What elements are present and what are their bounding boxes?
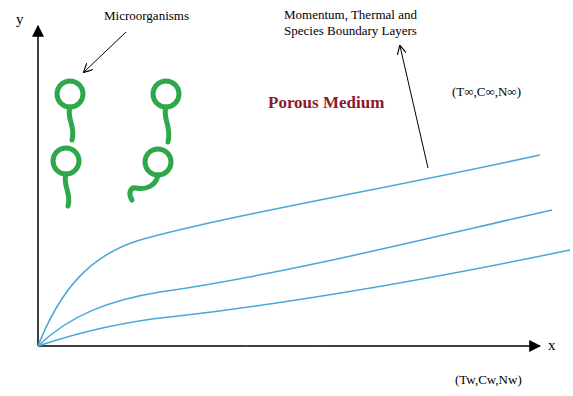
boundary-condition: (T∞,C∞,N∞) xyxy=(452,84,521,100)
microorganisms xyxy=(53,81,179,206)
species-layer-curve xyxy=(38,250,570,346)
axis-label: x xyxy=(548,336,556,355)
boundary-condition: (Tw,Cw,Nw) xyxy=(455,372,522,388)
tick xyxy=(246,345,247,347)
axis-label: y xyxy=(16,10,24,29)
leader-line xyxy=(84,32,126,72)
y-axis xyxy=(37,26,39,346)
region-label: Porous Medium xyxy=(268,92,384,113)
momentum-layer-curve xyxy=(38,155,540,346)
callout-label: Microorganisms xyxy=(104,8,189,24)
tick xyxy=(320,345,321,347)
leader-line xyxy=(400,46,428,168)
x-axis xyxy=(38,345,540,347)
callout-label: Momentum, Thermal and Species Boundary L… xyxy=(284,7,456,40)
